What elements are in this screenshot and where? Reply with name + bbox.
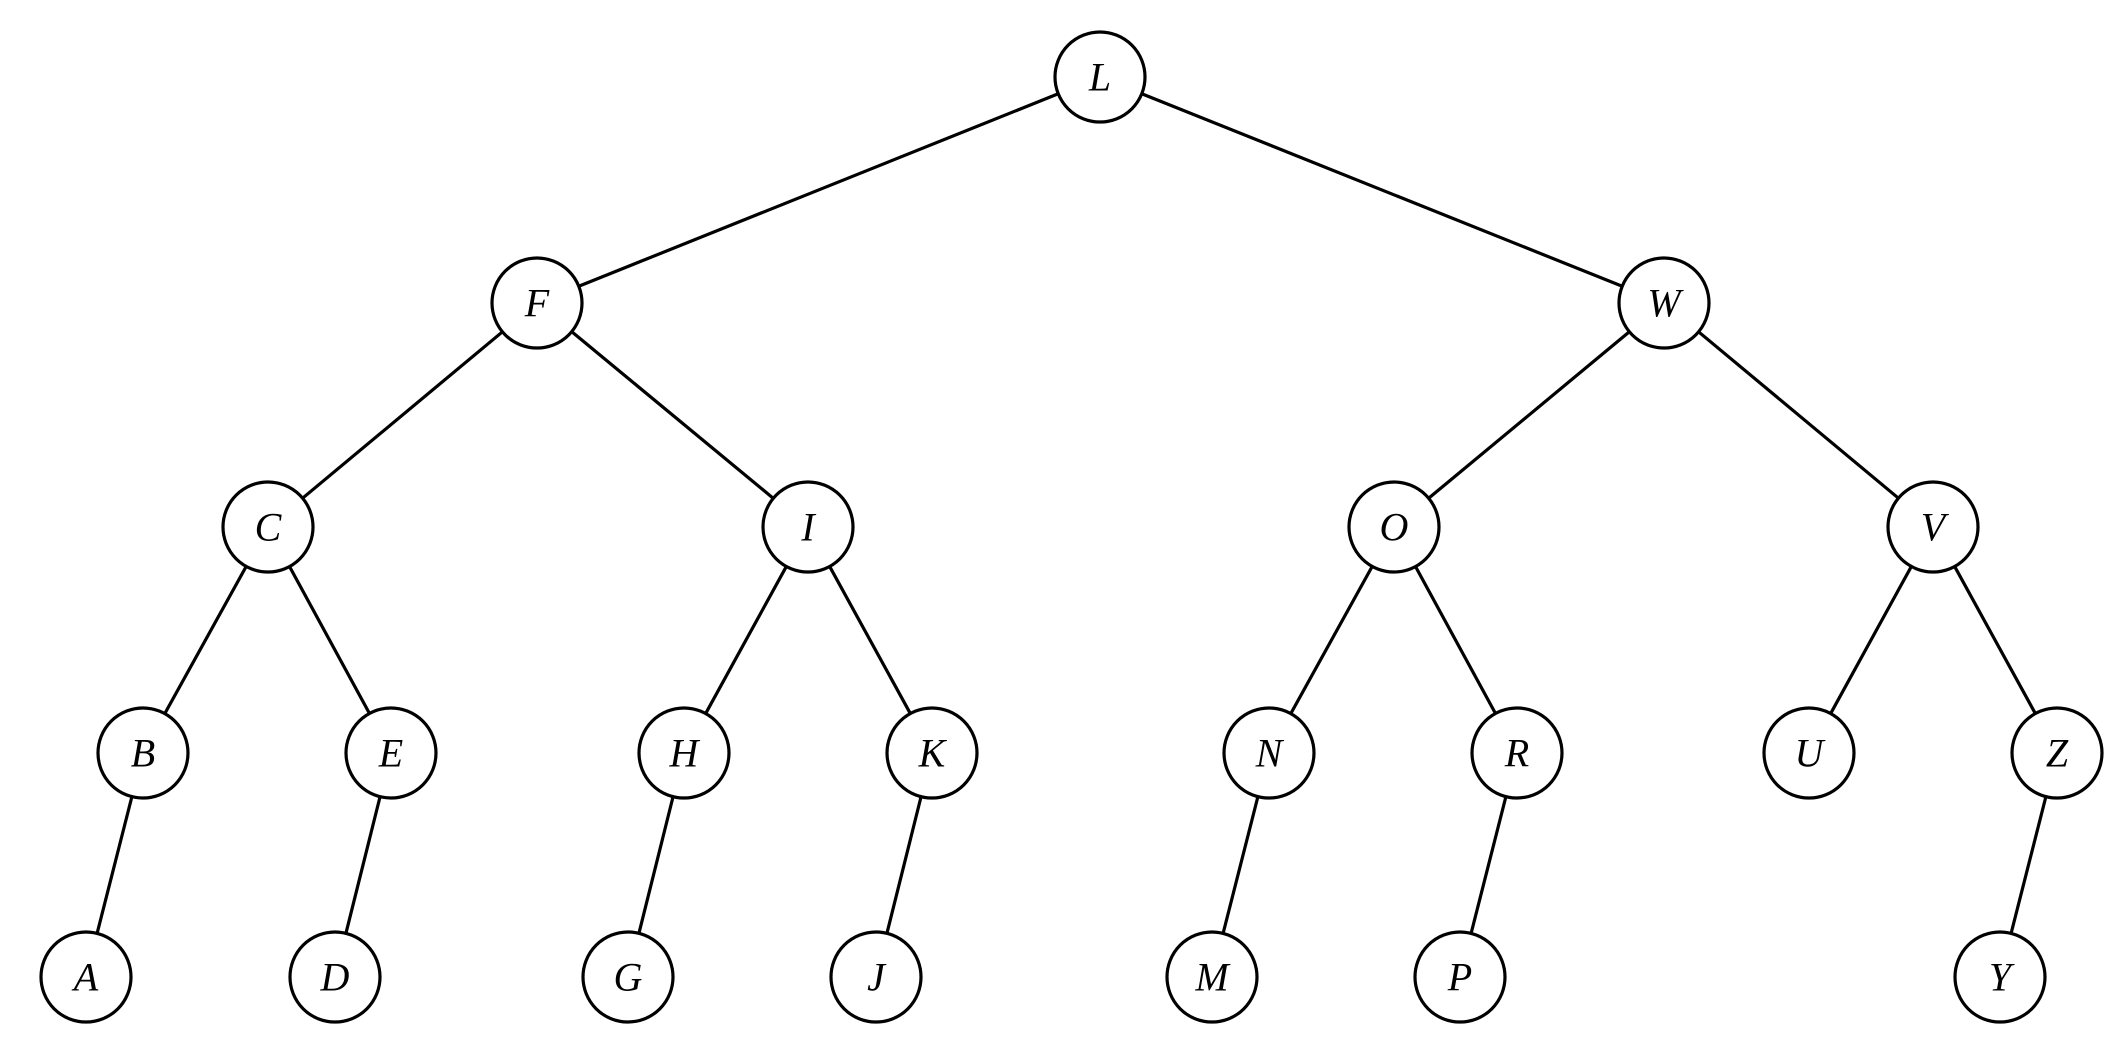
node-circle <box>2010 706 2104 800</box>
tree-node-Y: Y <box>1953 930 2047 1024</box>
tree-node-F: F <box>490 256 584 350</box>
tree-node-V: V <box>1886 480 1980 574</box>
tree-node-L: L <box>1053 30 1147 124</box>
tree-edges <box>95 92 2048 934</box>
tree-node-B: B <box>96 706 190 800</box>
node-label: L <box>1088 55 1111 100</box>
edge-C-E <box>288 565 371 715</box>
node-label: N <box>1255 731 1285 776</box>
node-circle <box>1053 30 1147 124</box>
tree-nodes: L F W C I O V B E H K N R U Z A D G J M P Y <box>39 30 2104 1024</box>
edge-V-U <box>1829 565 1913 715</box>
node-circle <box>581 930 675 1024</box>
node-circle <box>1762 706 1856 800</box>
tree-node-I: I <box>761 480 855 574</box>
node-circle <box>829 930 923 1024</box>
node-label: P <box>1447 955 1472 1000</box>
edge-B-A <box>95 796 134 934</box>
tree-node-D: D <box>288 930 382 1024</box>
node-label: Z <box>2046 731 2069 776</box>
tree-node-J: J <box>829 930 923 1024</box>
node-circle <box>221 480 315 574</box>
tree-node-E: E <box>344 706 438 800</box>
node-label: U <box>1795 731 1827 776</box>
tree-node-K: K <box>885 706 979 800</box>
node-circle <box>637 706 731 800</box>
node-label: H <box>669 731 701 776</box>
node-label: Y <box>1989 955 2015 1000</box>
node-circle <box>1165 930 1259 1024</box>
node-circle <box>344 706 438 800</box>
tree-node-M: M <box>1165 930 1259 1024</box>
tree-node-P: P <box>1413 930 1507 1024</box>
node-label: W <box>1647 281 1684 326</box>
node-circle <box>885 706 979 800</box>
node-label: G <box>614 955 643 1000</box>
node-circle <box>490 256 584 350</box>
node-label: B <box>131 731 155 776</box>
node-label: A <box>71 955 99 1000</box>
node-circle <box>1886 480 1980 574</box>
edge-I-K <box>828 565 912 715</box>
tree-node-R: R <box>1470 706 1564 800</box>
node-label: E <box>378 731 403 776</box>
node-label: J <box>867 955 887 1000</box>
edge-F-I <box>570 330 775 500</box>
edge-E-D <box>344 796 382 934</box>
node-label: M <box>1194 955 1231 1000</box>
node-circle <box>288 930 382 1024</box>
node-label: O <box>1380 505 1409 550</box>
edge-L-F <box>578 92 1059 288</box>
tree-node-Z: Z <box>2010 706 2104 800</box>
node-circle <box>1347 480 1441 574</box>
edge-R-P <box>1469 796 1508 934</box>
edge-W-V <box>1697 330 1900 500</box>
tree-node-G: G <box>581 930 675 1024</box>
node-circle <box>761 480 855 574</box>
edge-O-N <box>1289 565 1374 715</box>
edge-F-C <box>301 330 504 500</box>
edge-N-M <box>1221 796 1260 934</box>
edge-I-H <box>704 565 788 715</box>
tree-node-W: W <box>1617 256 1711 350</box>
edge-Z-Y <box>2009 796 2048 934</box>
node-circle <box>1617 256 1711 350</box>
edge-W-O <box>1427 330 1631 500</box>
edge-L-W <box>1141 92 1623 288</box>
tree-node-O: O <box>1347 480 1441 574</box>
node-label: C <box>255 505 283 550</box>
edge-K-J <box>885 796 923 934</box>
node-circle <box>1953 930 2047 1024</box>
node-label: V <box>1921 505 1950 550</box>
node-label: K <box>918 731 948 776</box>
node-circle <box>1470 706 1564 800</box>
node-circle <box>39 930 133 1024</box>
tree-node-U: U <box>1762 706 1856 800</box>
edge-O-R <box>1414 565 1497 715</box>
node-label: R <box>1504 731 1529 776</box>
node-label: F <box>524 281 550 326</box>
edge-C-B <box>163 565 248 715</box>
tree-node-N: N <box>1222 706 1316 800</box>
node-label: I <box>800 505 816 550</box>
tree-node-C: C <box>221 480 315 574</box>
node-circle <box>1222 706 1316 800</box>
edge-H-G <box>637 796 675 934</box>
node-circle <box>96 706 190 800</box>
node-label: D <box>320 955 350 1000</box>
node-circle <box>1413 930 1507 1024</box>
edge-V-Z <box>1953 565 2037 715</box>
tree-node-H: H <box>637 706 731 800</box>
tree-node-A: A <box>39 930 133 1024</box>
